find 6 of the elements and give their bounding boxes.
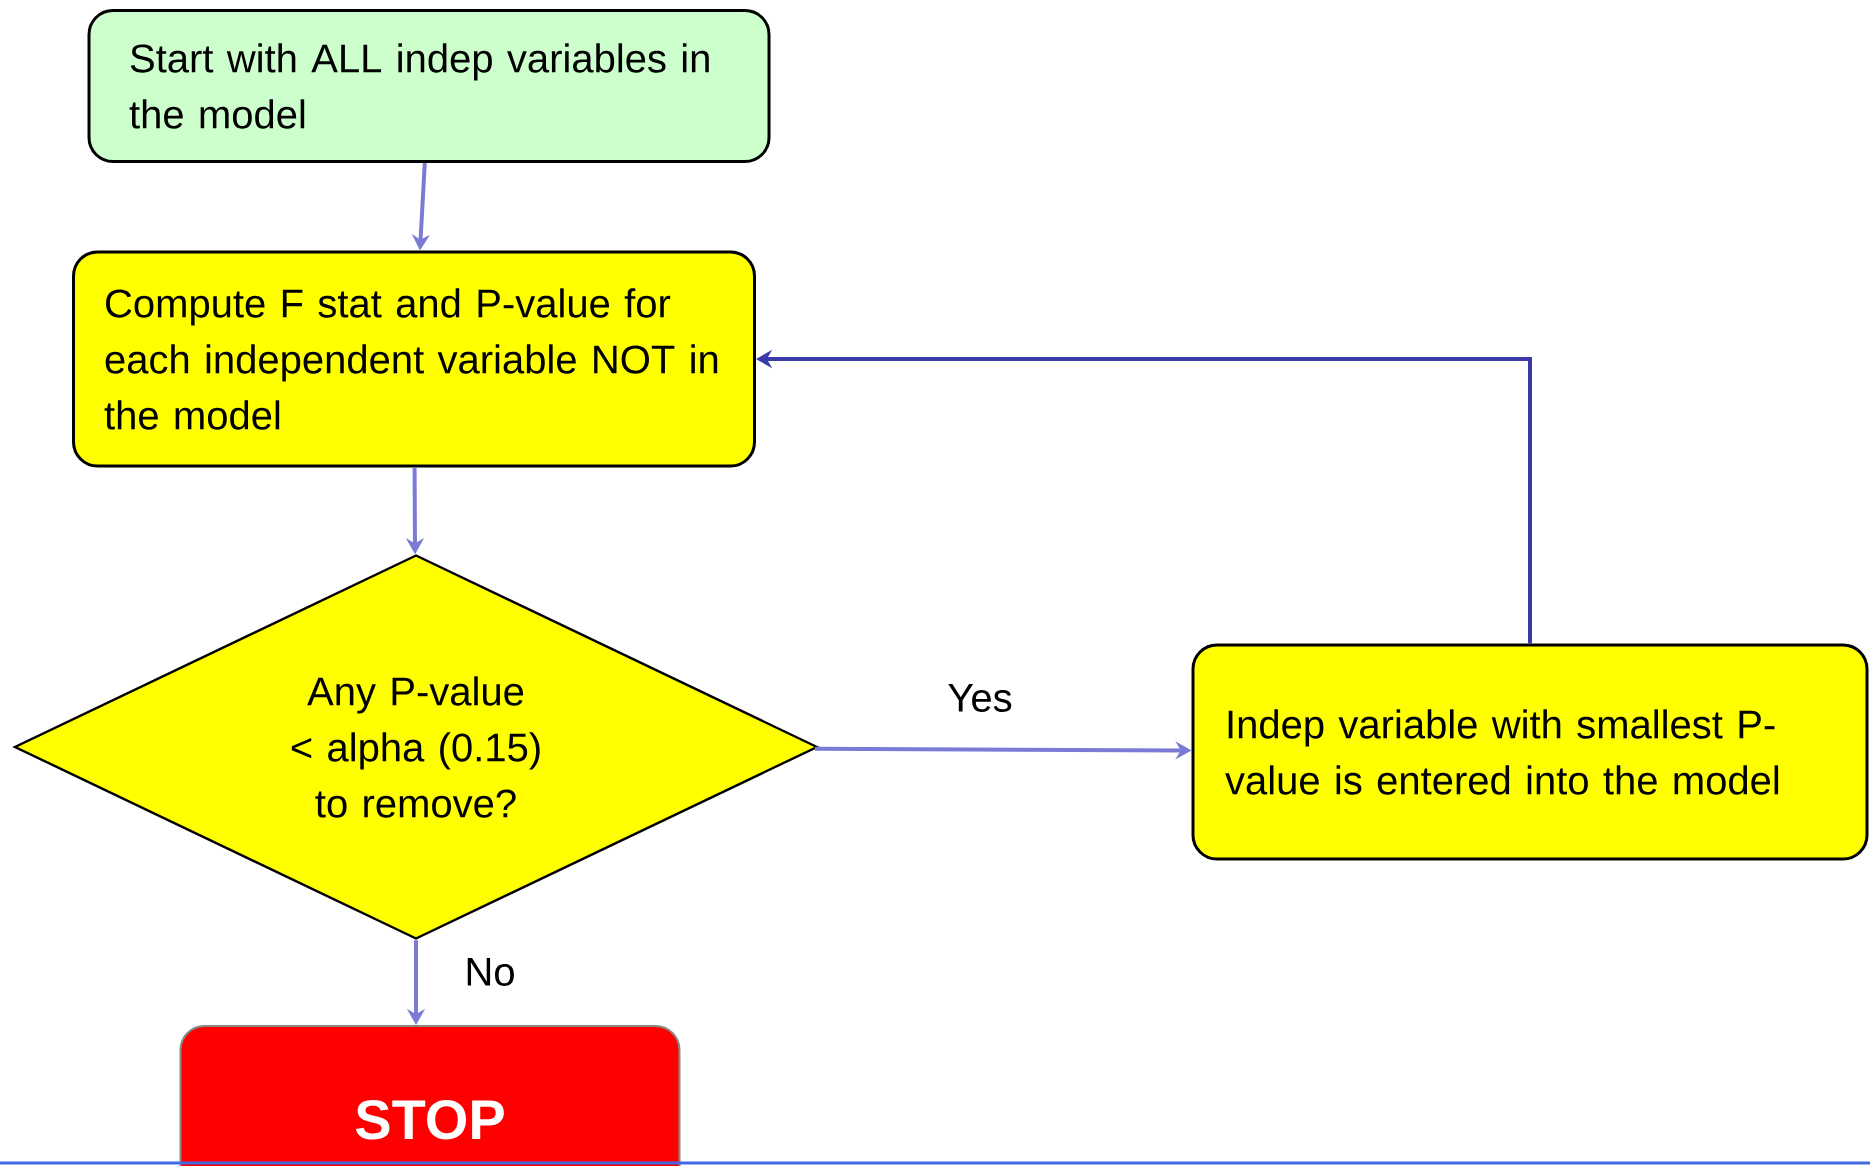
stop-box: STOP bbox=[179, 1025, 681, 1166]
edge-label: Yes bbox=[945, 682, 1015, 714]
process-box: Indep variable with smallest P-value is entered into the model bbox=[1191, 643, 1869, 861]
edge-label: No bbox=[462, 956, 518, 988]
process-box: Start with ALL indep variables in the model bbox=[87, 9, 771, 163]
process-box: Compute F stat and P-value for each independent variable NOT in the model bbox=[72, 250, 756, 468]
